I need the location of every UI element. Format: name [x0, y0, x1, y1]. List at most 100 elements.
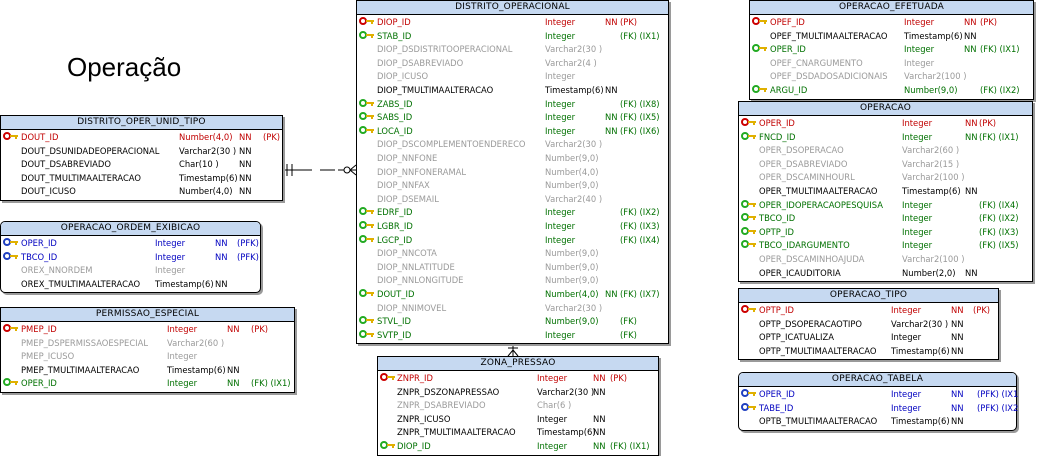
column-key: (FK) (IX2): [980, 85, 1020, 95]
column-name: OPER_ID: [759, 389, 795, 399]
column-type: Integer: [891, 332, 922, 343]
column-name: OPER_IDOPERACAOPESQUISA: [759, 199, 883, 210]
column-name: SVTP_ID: [377, 329, 412, 340]
foreign-key-icon: [359, 30, 375, 40]
foreign-key-icon: [359, 220, 375, 230]
column-type: Integer: [537, 413, 568, 424]
column-type: Integer: [902, 199, 933, 210]
column-type: Timestamp(6): [891, 345, 950, 356]
column-null: NN: [215, 251, 228, 262]
column-key: (FK) (IX2): [620, 207, 660, 218]
column-key: (FK) (IX3): [979, 226, 1019, 237]
column-name: OPEF_ID: [770, 17, 805, 27]
column-type: Varchar2(4 ): [545, 57, 597, 68]
column-key: (FK): [620, 316, 637, 327]
column-name: DIOP_NNLATITUDE: [377, 261, 455, 272]
column-type: Varchar2(40 ): [545, 193, 603, 204]
column-type: Char(10 ): [179, 159, 219, 170]
column-null: NN: [605, 112, 618, 123]
foreign-key-icon: [359, 234, 375, 244]
column-type: Integer: [902, 118, 933, 128]
